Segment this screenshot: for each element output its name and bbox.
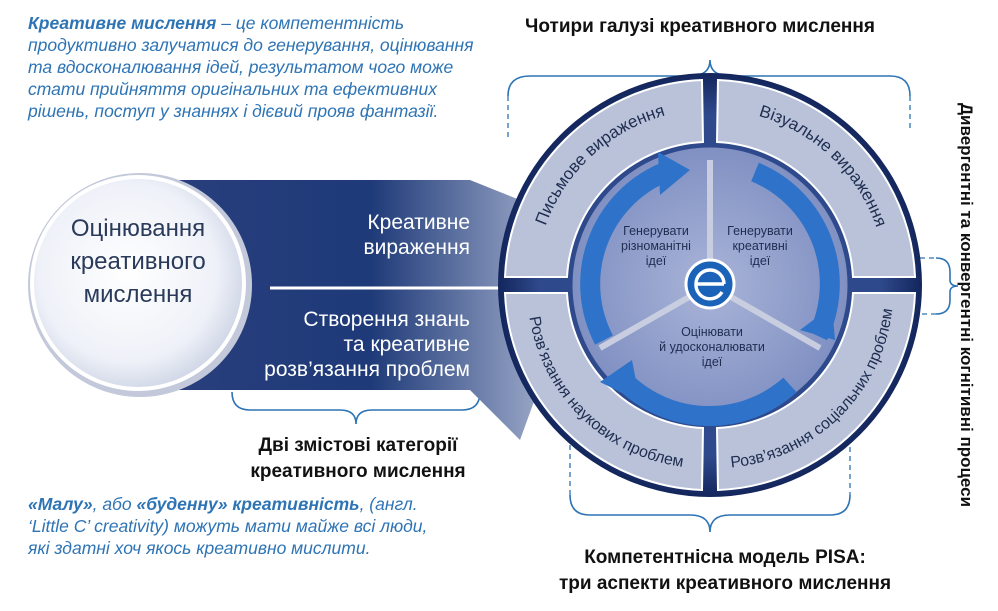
aspect-creative-ideas: Генерувати креативні ідеї [712, 224, 808, 269]
two-categories-line-1: Дві змістові категорії [258, 435, 458, 456]
bottom-bracket [569, 494, 851, 533]
definition-body: – це компетентність продуктивно залучати… [28, 13, 474, 121]
pisa-model-caption: Компетентнісна модель PISA: три аспекти … [500, 545, 950, 597]
aspect-left-line-1: Генерувати [623, 224, 689, 238]
aspect-left-line-2: різноманітні [621, 239, 691, 253]
note-body: , (англ. ‘Little C’ creativity) можуть м… [28, 494, 428, 558]
band-creative-expression: Креативне вираження [300, 210, 470, 260]
band-knowledge-problem-solving: Створення знань та креативне розв’язання… [236, 307, 470, 382]
aspect-right-line-2: креативні [732, 239, 788, 253]
little-c-note: «Малу», або «буденну» креативність, (анг… [28, 493, 448, 559]
aspect-bottom-line-3: ідеї [701, 355, 723, 369]
note-connector: , або [92, 494, 137, 514]
aspect-right-line-1: Генерувати [727, 224, 793, 238]
note-term-small: «Малу» [28, 494, 93, 514]
aspect-diverse-ideas: Генерувати різноманітні ідеї [606, 224, 706, 269]
band-bottom-line-3: розв’язання проблем [264, 358, 470, 381]
definition-text: Креативне мислення – це компетентність п… [28, 12, 478, 122]
aspect-bottom-line-2: й удосконалювати [659, 340, 765, 354]
assessment-circle-label: Оцінювання креативного мислення [38, 212, 238, 311]
pisa-caption-line-2: три аспекти креативного мислення [558, 573, 892, 594]
band-bottom-line-1: Створення знань [303, 308, 470, 331]
definition-term: Креативне мислення [28, 13, 217, 33]
aspect-evaluate-improve: Оцінювати й удосконалювати ідеї [652, 325, 772, 370]
segment-bottom-right [715, 292, 917, 492]
segment-top-right [715, 78, 917, 278]
segment-bottom-left [503, 292, 705, 492]
connector-band [140, 180, 560, 440]
aspect-bottom-line-1: Оцінювати [681, 325, 743, 339]
circle-line-3: мислення [83, 281, 193, 308]
band-top-line-1: Креативне [367, 211, 470, 234]
arrow-heads [600, 152, 835, 402]
two-categories-caption: Дві змістові категорії креативного мисле… [228, 433, 488, 485]
band-top-line-2: вираження [363, 236, 470, 259]
band-bottom-line-2: та креативне [343, 333, 470, 356]
middle-bracket [231, 391, 481, 425]
ring-segments [503, 78, 917, 492]
four-domains-title: Чотири галузі креативного мислення [525, 16, 875, 37]
top-bracket [507, 59, 911, 97]
circle-line-1: Оцінювання [70, 215, 206, 242]
note-term-everyday: «буденну» креативність [136, 494, 360, 514]
pisa-caption-line-1: Компетентнісна модель PISA: [584, 547, 866, 568]
cognitive-processes-text: Дивергентні та конвергентні когнітивні п… [957, 102, 976, 508]
arrow-bottom-arc [618, 374, 797, 426]
arrow-left-arc [580, 162, 669, 345]
right-bracket [935, 257, 959, 315]
circle-line-2: креативного [70, 248, 206, 275]
aspect-left-line-3: ідеї [645, 254, 667, 268]
aspect-right-line-3: ідеї [749, 254, 771, 268]
left-circle [30, 175, 246, 391]
two-categories-line-2: креативного мислення [250, 461, 466, 482]
segment-top-left [503, 78, 705, 278]
